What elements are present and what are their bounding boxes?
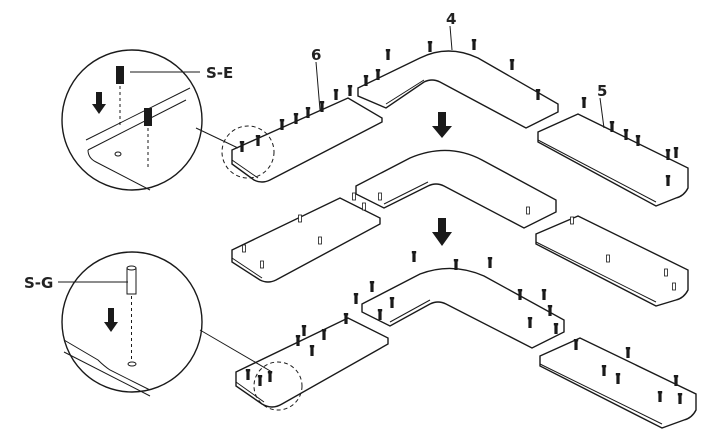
panel-4-mid — [355, 149, 557, 229]
detail-marker-se — [221, 125, 275, 179]
dowel-icon — [126, 265, 137, 360]
part-label-5: 5 — [597, 82, 607, 100]
bolt-icon — [116, 66, 124, 128]
panel-5-mid — [535, 215, 689, 307]
fastener-label-sg: S-G — [24, 274, 53, 292]
down-arrow-icon — [432, 112, 452, 138]
bolt-icon — [144, 108, 152, 170]
leader-5 — [599, 97, 605, 129]
panel-4-top — [357, 50, 559, 129]
panel-5-top — [537, 113, 689, 207]
detail-callout-sg — [58, 251, 273, 397]
down-arrow-icon — [432, 218, 452, 246]
leader-6 — [315, 61, 321, 111]
down-arrow-icon — [92, 92, 106, 114]
part-label-6: 6 — [311, 46, 321, 64]
panel-6-bottom — [235, 317, 389, 408]
down-arrow-icon — [104, 308, 118, 332]
panel-6-top — [231, 97, 383, 183]
detail-callout-se — [61, 49, 239, 191]
panel-6-mid — [231, 197, 381, 283]
leader-4 — [449, 25, 453, 51]
fastener-label-se: S-E — [206, 64, 233, 82]
panel-4-bottom — [361, 267, 565, 349]
detail-marker-sg — [253, 361, 303, 411]
part-label-4: 4 — [446, 10, 456, 28]
